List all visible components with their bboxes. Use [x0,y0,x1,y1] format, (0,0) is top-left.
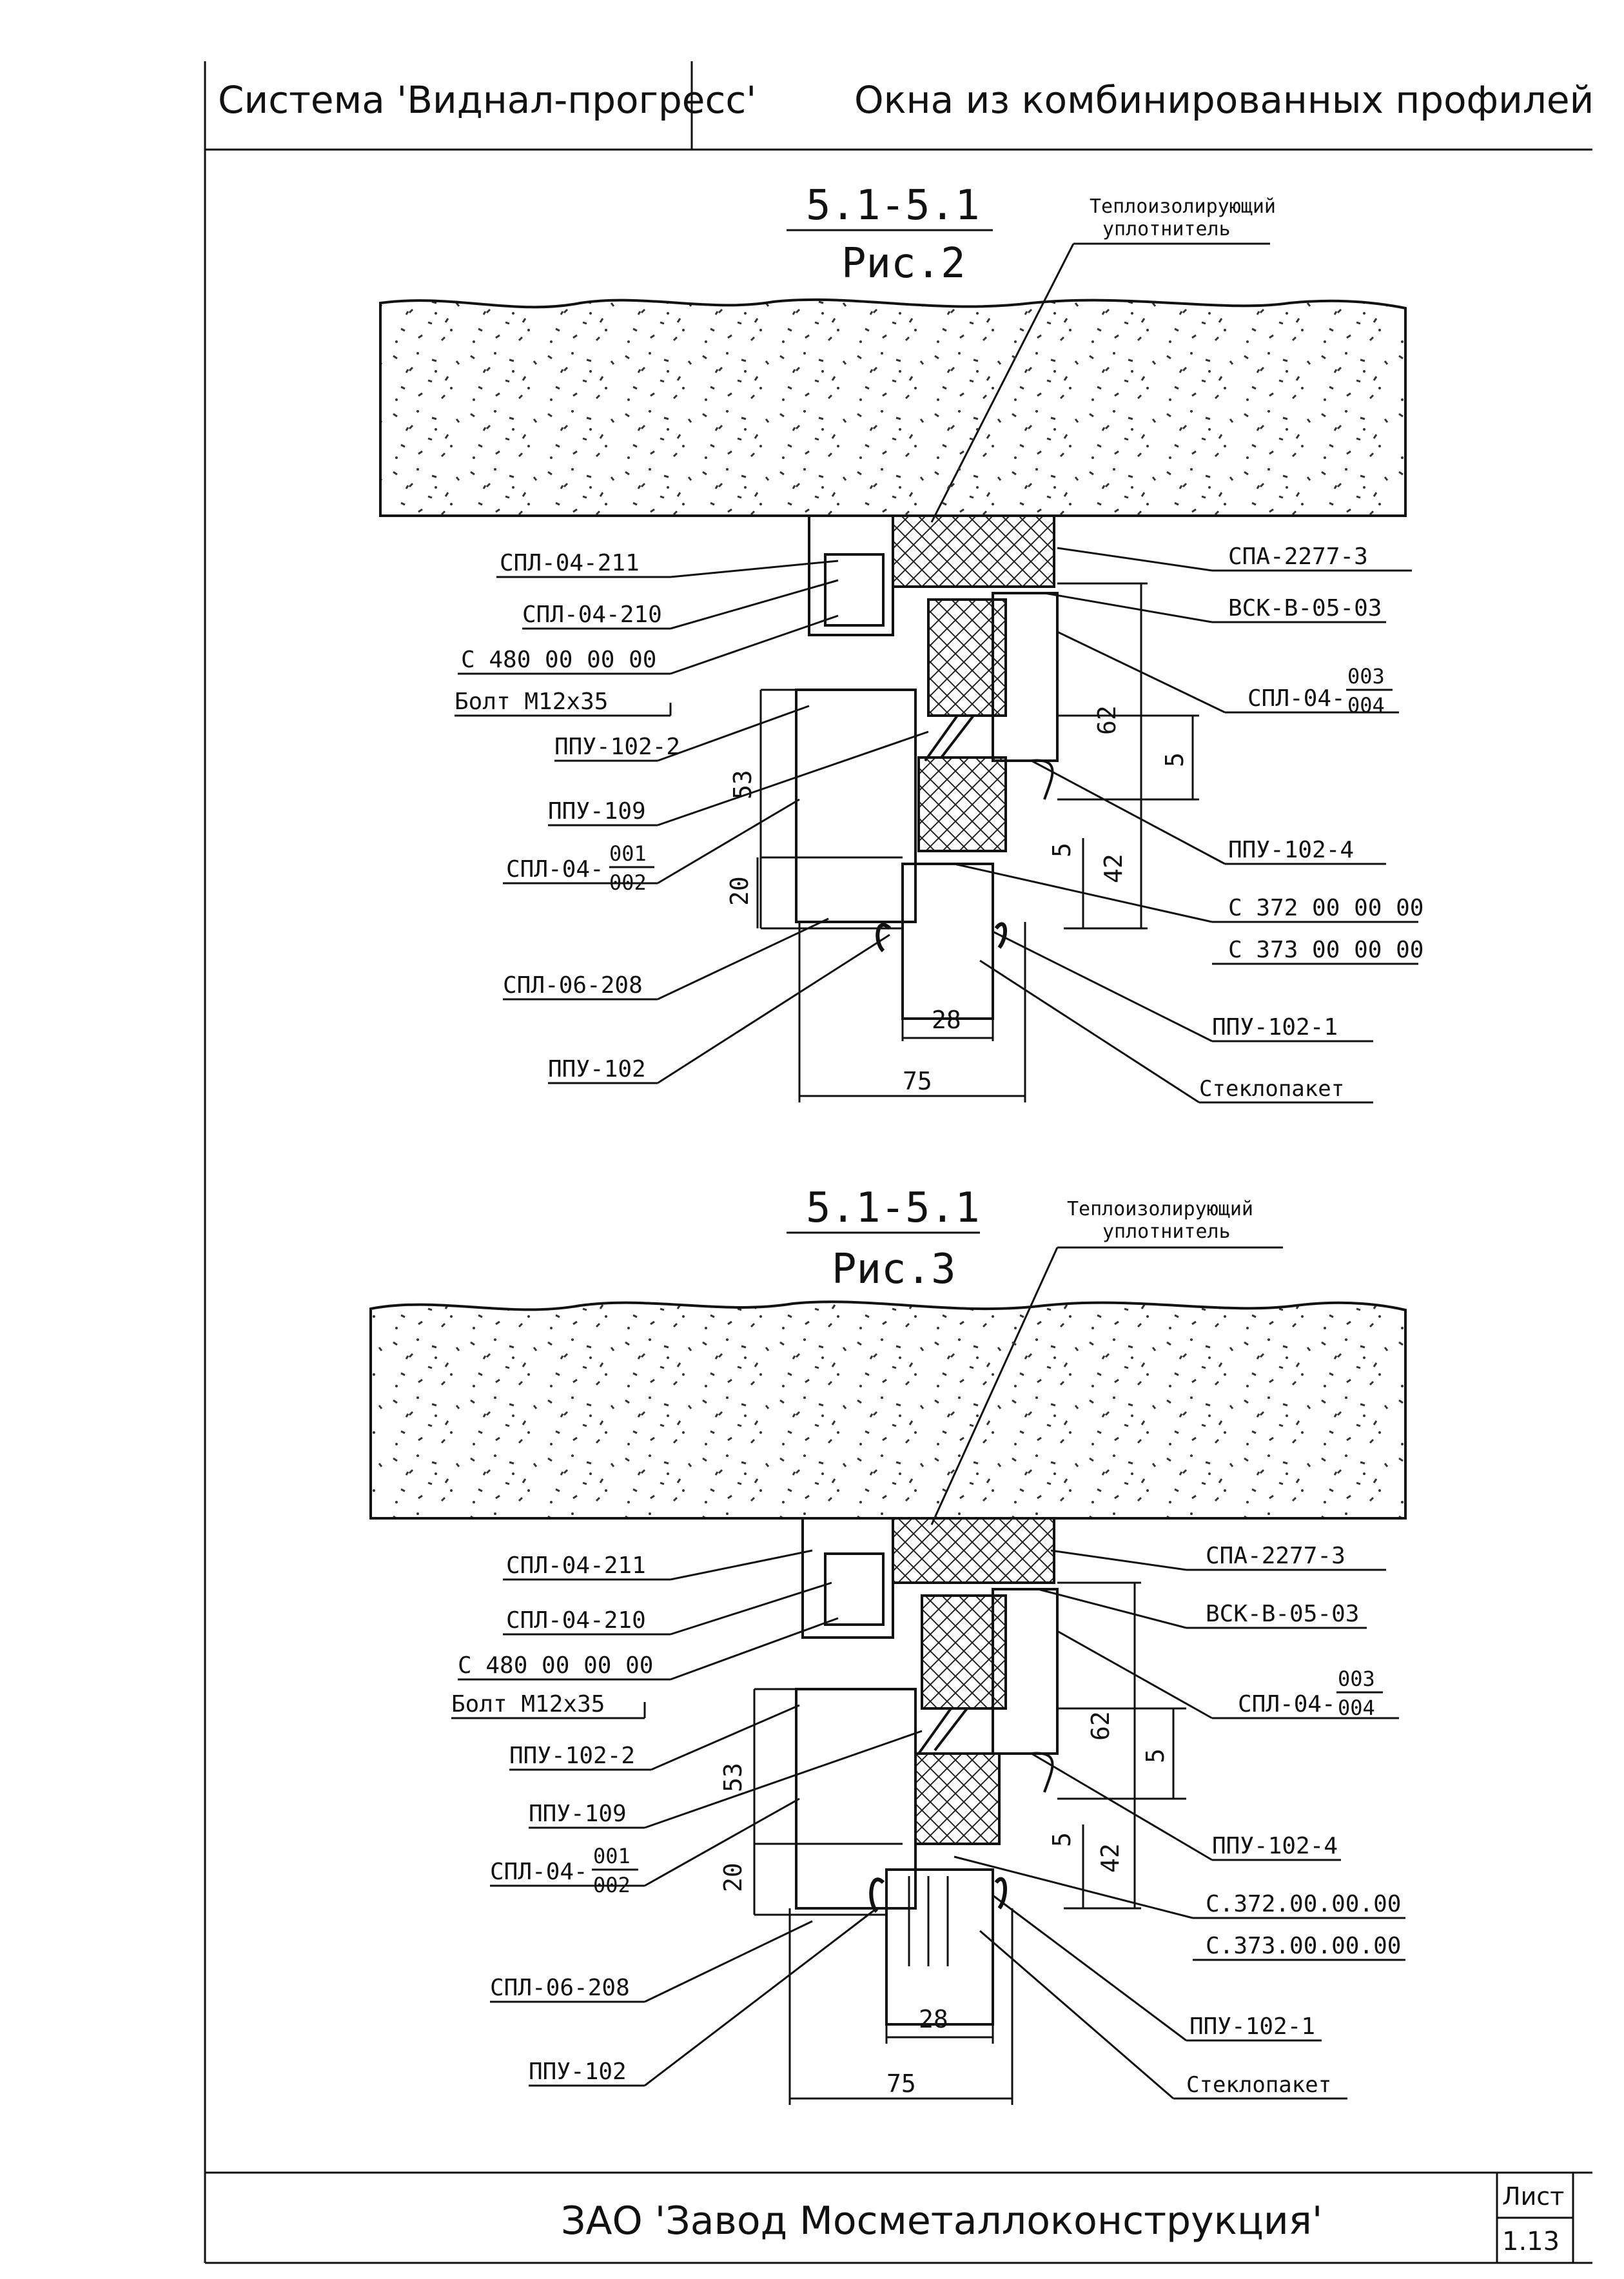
dimension-lines [756,582,1199,1102]
dim-5-a: 5 [1141,1748,1169,1763]
dim-42: 42 [1099,854,1128,883]
label-spl-04-211: СПЛ-04-211 [506,1552,646,1579]
label-ppu-102-1: ППУ-102-1 [1212,1014,1338,1041]
frac-right-top: 003 [1338,1667,1375,1691]
dim-28: 28 [932,1006,961,1034]
label-vsk-v-05-03: ВСК-В-05-03 [1228,595,1382,621]
label-ppu-102-4: ППУ-102-4 [1228,837,1354,863]
figure-caption: Рис.2 [841,240,966,288]
frac-left-bottom: 002 [593,1873,631,1897]
label-bolt: Болт М12х35 [451,1691,605,1717]
concrete-wall [379,298,1407,517]
dim-62: 62 [1086,1711,1115,1741]
label-glazing-unit: Стеклопакет [1199,1076,1344,1102]
frac-left-top: 001 [593,1844,631,1868]
frac-right-top: 003 [1347,664,1385,689]
frac-right-bottom: 004 [1338,1696,1375,1720]
label-spl-04-211: СПЛ-04-211 [500,550,640,576]
right-callouts [954,547,1418,1104]
label-spl-04-210: СПЛ-04-210 [506,1607,646,1634]
section-mark: 5.1-5.1 [806,182,980,230]
dim-5-b: 5 [1048,1832,1076,1847]
label-spl-04-right: СПЛ-04- [1247,685,1345,712]
window-profile [795,1518,1059,2026]
label-ppu-109: ППУ-109 [529,1801,627,1827]
label-c-373: С.373.00.00.00 [1206,1933,1401,1959]
label-ppu-109: ППУ-109 [548,798,646,825]
label-ppu-102-1: ППУ-102-1 [1189,2013,1315,2040]
dim-75: 75 [886,2069,916,2098]
dimension-lines [753,1581,1186,2105]
right-callouts [954,1549,1405,2100]
dim-20: 20 [719,1863,747,1892]
label-spl-04-210: СПЛ-04-210 [522,602,662,628]
label-ppu-102: ППУ-102 [529,2059,627,2085]
dim-53: 53 [719,1763,747,1792]
label-spl-04: СПЛ-04- [490,1859,588,1885]
dim-5-a: 5 [1160,752,1189,767]
label-ppu-102: ППУ-102 [548,1056,646,1082]
left-callouts [451,1549,923,2087]
callout-title-2: уплотнитель [1102,1220,1231,1243]
sheet-frame [204,61,1592,2264]
left-callouts [455,560,929,1084]
dim-20: 20 [725,876,754,906]
label-spl-04-right: СПЛ-04- [1238,1691,1336,1717]
company-name: ЗАО 'Завод Мосметаллоконструкция' [561,2198,1322,2244]
dim-75: 75 [903,1067,932,1095]
callout-title-1: Теплоизолирующий [1067,1198,1253,1220]
frac-right-bottom: 004 [1347,693,1385,718]
label-bolt: Болт М12х35 [455,689,608,715]
dim-62: 62 [1093,705,1121,735]
label-spl-06-208: СПЛ-06-208 [503,972,643,999]
label-spl-06-208: СПЛ-06-208 [490,1975,630,2001]
sheet-label: Лист [1502,2182,1564,2211]
insulation-seal [892,1517,1055,1584]
sheet-title: Окна из комбинированных профилей [854,78,1594,122]
label-c-480: С 480 00 00 00 [458,1652,653,1679]
label-c-372: С 372 00 00 00 [1228,895,1423,921]
callout-title-1: Теплоизолирующий [1090,195,1276,218]
label-ppu-102-2: ППУ-102-2 [554,734,680,760]
system-title: Система 'Виднал-прогресс' [218,78,756,122]
label-spl-04: СПЛ-04- [506,856,604,883]
label-c-372: С.372.00.00.00 [1206,1891,1401,1917]
callout-title-2: уплотнитель [1102,218,1231,240]
frac-left-top: 001 [609,841,647,866]
label-ppu-102-4: ППУ-102-4 [1212,1833,1338,1859]
label-spa-2277-3: СПА-2277-3 [1228,543,1368,570]
label-vsk-v-05-03: ВСК-В-05-03 [1206,1601,1359,1627]
figure-caption: Рис.3 [832,1246,956,1293]
dim-53: 53 [729,770,757,799]
dim-28: 28 [919,2005,948,2033]
label-spa-2277-3: СПА-2277-3 [1206,1543,1345,1569]
dim-5-b: 5 [1048,843,1076,857]
label-ppu-102-2: ППУ-102-2 [509,1743,635,1769]
concrete-wall [369,1300,1407,1520]
section-mark: 5.1-5.1 [806,1184,980,1232]
figure-2: 5.1-5.1 Рис.2 Теплоизолирующий уплотните… [379,182,1423,1104]
label-c-480: С 480 00 00 00 [461,647,656,673]
frac-left-bottom: 002 [609,870,647,895]
figure-3: 5.1-5.1 Рис.3 Теплоизолирующий уплотните… [369,1184,1407,2105]
insulation-seal [892,514,1055,588]
dim-42: 42 [1096,1843,1124,1873]
sheet-number: 1.13 [1502,2227,1560,2256]
label-c-373: С 373 00 00 00 [1228,937,1423,963]
label-glazing-unit: Стеклопакет [1186,2072,1331,2098]
